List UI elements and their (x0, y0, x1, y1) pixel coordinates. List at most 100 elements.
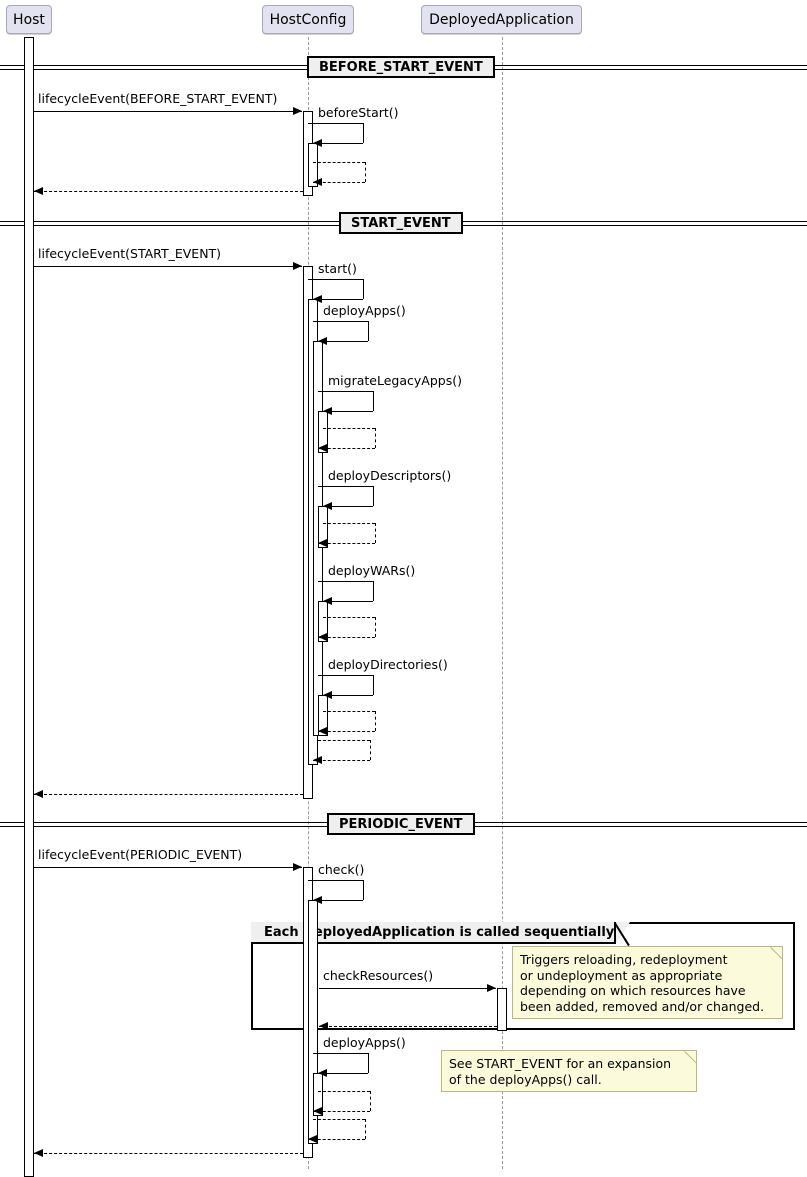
message-label-m22: deployApps() (323, 1035, 406, 1050)
message-arrowhead-m19 (313, 896, 322, 904)
message-return-m9 (318, 448, 375, 449)
message-return-m23 (313, 1111, 370, 1112)
participant-label-hostconfig: HostConfig (269, 11, 347, 28)
message-line-m21 (319, 1026, 497, 1027)
message-arrowhead-m10 (323, 502, 332, 510)
message-return-m24 (308, 1139, 365, 1140)
message-return-m22 (318, 1073, 368, 1074)
message-line-m12 (318, 581, 373, 582)
message-arrowhead-m21 (319, 1022, 328, 1030)
message-arrowhead-m4 (34, 187, 43, 195)
message-vert-m14 (373, 675, 374, 695)
message-return-m14 (323, 695, 373, 696)
message-line-m1 (34, 111, 302, 112)
message-return-m15 (318, 731, 375, 732)
message-vert-m9 (375, 428, 376, 448)
message-vert-m15 (375, 711, 376, 731)
participant-hostconfig[interactable]: HostConfig (262, 5, 354, 34)
message-arrowhead-m14 (323, 691, 332, 699)
message-return-m3 (313, 182, 365, 183)
message-label-m18: lifecycleEvent(PERIODIC_EVENT) (38, 847, 243, 862)
message-arrowhead-m23 (313, 1107, 322, 1115)
message-return-m19 (313, 900, 363, 901)
message-line-m17 (34, 794, 303, 795)
message-line-m11 (323, 523, 375, 524)
participant-label-deployedapplication: DeployedApplication (429, 11, 574, 28)
message-arrowhead-m1 (293, 107, 302, 115)
message-line-m16 (318, 740, 370, 741)
message-line-m5 (34, 266, 302, 267)
message-return-m16 (313, 760, 370, 761)
message-vert-m24 (365, 1119, 366, 1139)
message-arrowhead-m24 (308, 1135, 317, 1143)
message-vert-m10 (373, 486, 374, 506)
message-vert-m11 (375, 523, 376, 543)
message-arrowhead-m11 (318, 539, 327, 547)
message-arrowhead-m15 (318, 727, 327, 735)
message-vert-m12 (373, 581, 374, 601)
message-line-m15 (323, 711, 375, 712)
note-note-deploy-apps: See START_EVENT for an expansion of the … (441, 1050, 697, 1092)
message-label-m6: start() (318, 261, 357, 276)
message-vert-m8 (373, 391, 374, 411)
message-label-m7: deployApps() (323, 303, 406, 318)
message-line-m7 (313, 321, 368, 322)
message-line-m22 (313, 1053, 368, 1054)
message-return-m10 (323, 506, 373, 507)
activation-bar-a-da-1 (497, 988, 507, 1031)
message-label-m14: deployDirectories() (328, 657, 448, 672)
message-line-m25 (34, 1153, 303, 1154)
message-line-m19 (308, 880, 363, 881)
message-vert-m6 (363, 279, 364, 299)
message-label-m19: check() (318, 862, 365, 877)
participant-host[interactable]: Host (6, 5, 52, 34)
message-line-m18 (34, 867, 302, 868)
message-vert-m19 (363, 880, 364, 900)
message-arrowhead-m12 (323, 597, 332, 605)
message-arrowhead-m17 (34, 790, 43, 798)
message-return-m12 (323, 601, 373, 602)
message-label-m1: lifecycleEvent(BEFORE_START_EVENT) (38, 91, 278, 106)
message-arrowhead-m16 (313, 756, 322, 764)
message-arrowhead-m20 (487, 984, 496, 992)
note-note-check-resources: Triggers reloading, redeployment or unde… (512, 946, 783, 1019)
message-arrowhead-m25 (34, 1149, 43, 1157)
message-line-m9 (323, 428, 375, 429)
note-fold-note-check-resources (771, 947, 782, 958)
message-line-m3 (313, 162, 365, 163)
message-line-m24 (313, 1119, 365, 1120)
message-label-m10: deployDescriptors() (328, 468, 452, 483)
message-label-m20: checkResources() (323, 968, 434, 983)
message-arrowhead-m3 (313, 178, 322, 186)
message-return-m13 (318, 637, 375, 638)
message-label-m8: migrateLegacyApps() (328, 373, 462, 388)
message-vert-m3 (365, 162, 366, 182)
note-fold-note-deploy-apps (685, 1051, 696, 1062)
message-arrowhead-m5 (293, 262, 302, 270)
message-arrowhead-m22 (318, 1069, 327, 1077)
message-arrowhead-m8 (323, 407, 332, 415)
message-line-m10 (318, 486, 373, 487)
participant-deployedapplication[interactable]: DeployedApplication (421, 5, 582, 34)
message-label-m5: lifecycleEvent(START_EVENT) (38, 246, 222, 261)
message-line-m23 (318, 1091, 370, 1092)
message-label-m12: deployWARs() (328, 563, 416, 578)
message-vert-m23 (370, 1091, 371, 1111)
lifeline-deployedapplication (502, 37, 503, 1169)
message-arrowhead-m18 (293, 863, 302, 871)
divider-label-start-event: START_EVENT (339, 212, 463, 234)
message-line-m13 (323, 617, 375, 618)
message-arrowhead-m9 (318, 444, 327, 452)
message-line-m4 (34, 191, 303, 192)
participant-label-host: Host (13, 11, 45, 28)
message-arrowhead-m13 (318, 633, 327, 641)
message-arrowhead-m7 (318, 337, 327, 345)
message-return-m7 (318, 341, 368, 342)
activation-bar-a-host-1 (24, 37, 34, 1177)
group-header-notch-each-deployed-application (616, 922, 630, 944)
message-line-m2 (308, 123, 363, 124)
message-arrowhead-m6 (313, 295, 322, 303)
message-vert-m7 (368, 321, 369, 341)
message-vert-m13 (375, 617, 376, 637)
message-line-m6 (308, 279, 363, 280)
